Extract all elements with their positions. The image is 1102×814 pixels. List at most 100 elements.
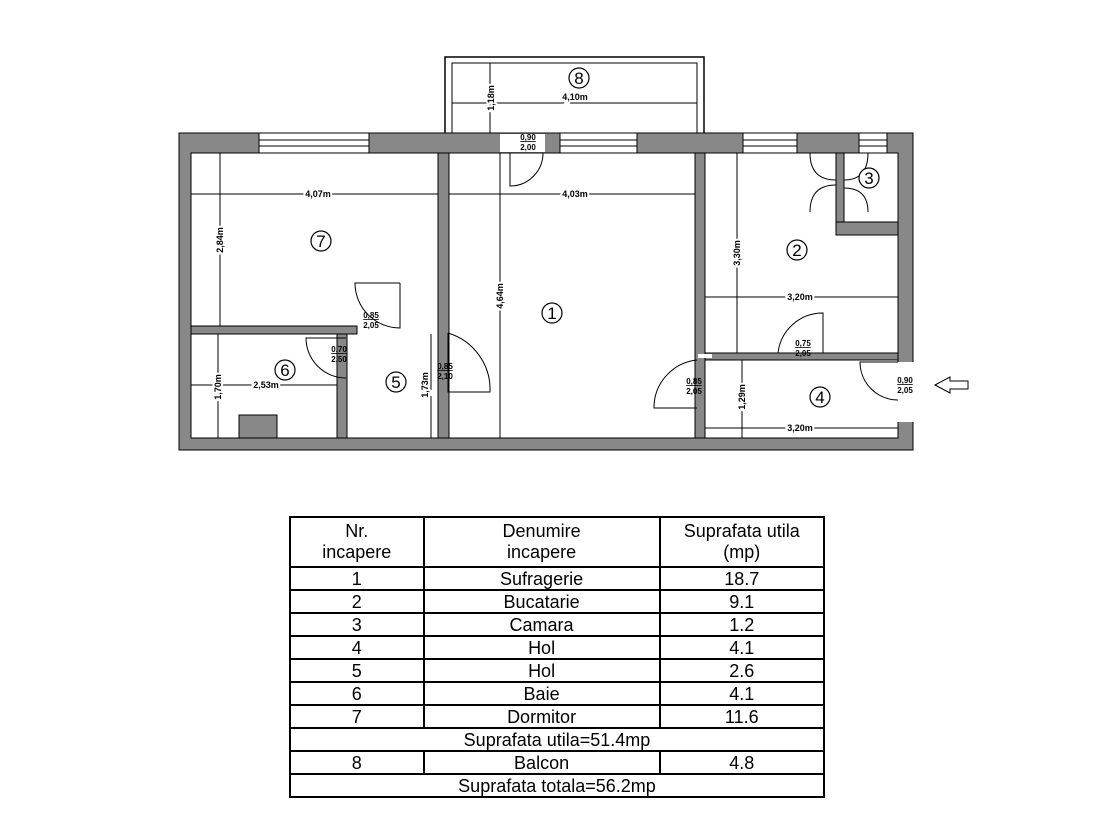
living-kitchen-wall	[694, 152, 706, 439]
door-openings	[500, 134, 915, 422]
bedroom-bath-wall	[190, 325, 358, 335]
table-row: 5 Hol 2.6	[289, 658, 826, 683]
window-bedroom	[258, 132, 370, 154]
table-row: 7 Dormitor 11.6	[289, 704, 826, 729]
dim-hall4-width: 3,20m	[787, 423, 813, 433]
cell-name: Bucatarie	[422, 589, 661, 614]
cell-nr: 1	[289, 566, 425, 591]
cell-area: 4.1	[658, 681, 826, 706]
table-row: 6 Baie 4.1	[289, 681, 826, 706]
cell-name: Balcon	[422, 750, 661, 775]
dimension-labels: 4,10m 1,18m 4,07m 4,03m 2,84m 4,64m 3,30…	[211, 83, 815, 435]
door-hall-width: 0,85	[686, 377, 702, 386]
table-row: 2 Bucatarie 9.1	[289, 589, 826, 614]
cell-nr: 6	[289, 681, 425, 706]
subtotal-cell: Suprafata utila=51.4mp	[289, 727, 825, 752]
balcony	[444, 56, 705, 133]
door-swings	[305, 152, 899, 409]
dim-bedroom-depth: 2,84m	[215, 227, 225, 253]
dim-balcony-depth: 1,18m	[486, 85, 496, 111]
header-nr: Nr.incapere	[289, 516, 425, 568]
room-marker-3: 3	[858, 167, 880, 189]
door-bedroom-height: 2,05	[363, 321, 379, 330]
cell-name: Sufragerie	[422, 566, 661, 591]
room-number-3: 3	[864, 169, 873, 188]
dim-bedroom-width: 4,07m	[305, 189, 331, 199]
cell-nr: 3	[289, 612, 425, 637]
door-hall-height: 2,05	[686, 387, 702, 396]
room-marker-6: 6	[274, 359, 296, 381]
windows	[258, 132, 888, 154]
floor-plan: 4,10m 1,18m 4,07m 4,03m 2,84m 4,64m 3,30…	[178, 56, 969, 451]
door-kitchen-width: 0,75	[795, 339, 811, 348]
room-marker-5: 5	[385, 371, 407, 393]
cell-name: Camara	[422, 612, 661, 637]
room-number-5: 5	[391, 373, 400, 392]
cell-nr: 4	[289, 635, 425, 660]
door-entrance-height: 2,05	[897, 386, 913, 395]
door-bath-width: 0,70	[331, 345, 347, 354]
door-bedroom-width: 0,85	[363, 311, 379, 320]
door-labels: 0,90 2,00 0,85 2,05 0,70 2,50 0,85 2,10 …	[331, 133, 913, 396]
room-number-6: 6	[280, 361, 289, 380]
door-balcony-height: 2,00	[520, 143, 536, 152]
cell-area: 9.1	[658, 589, 826, 614]
subtotal-row: Suprafata utila=51.4mp	[289, 727, 825, 752]
dim-living-width: 4,03m	[562, 189, 588, 199]
header-area: Suprafata utila(mp)	[658, 516, 826, 568]
room-number-2: 2	[792, 241, 801, 260]
door-entrance-width: 0,90	[897, 376, 913, 385]
cell-name: Dormitor	[422, 704, 661, 729]
kitchen-divider-wall	[437, 152, 450, 439]
dim-bath-width: 2,53m	[253, 380, 279, 390]
door-living-height: 2,10	[437, 372, 453, 381]
dim-living-depth: 4,64m	[495, 283, 505, 309]
window-kitchen	[742, 132, 798, 154]
room-marker-7: 7	[310, 230, 332, 252]
table-row: 8 Balcon 4.8	[289, 750, 826, 775]
cell-area: 1.2	[658, 612, 826, 637]
cell-nr: 2	[289, 589, 425, 614]
door-balcony-width: 0,90	[520, 133, 536, 142]
room-number-1: 1	[547, 304, 556, 323]
dim-balcony-width: 4,10m	[562, 92, 588, 102]
room-marker-8: 8	[568, 67, 590, 89]
cell-area: 2.6	[658, 658, 826, 683]
room-marker-4: 4	[809, 386, 831, 408]
dim-bath-depth: 1,70m	[213, 374, 223, 400]
cell-area: 4.1	[658, 635, 826, 660]
bath-fixture	[238, 414, 278, 439]
door-bath-height: 2,50	[331, 355, 347, 364]
window-living	[559, 132, 638, 154]
dim-kitchen-depth: 3,30m	[732, 240, 742, 266]
cell-nr: 7	[289, 704, 425, 729]
room-number-8: 8	[574, 69, 583, 88]
cell-nr: 5	[289, 658, 425, 683]
entrance-arrow-icon	[933, 376, 969, 394]
dimension-lines	[191, 63, 898, 438]
cell-area: 4.8	[658, 750, 826, 775]
exterior-walls	[178, 132, 914, 451]
dim-kitchen-width: 3,20m	[787, 292, 813, 302]
dim-hall-depth: 1,73m	[420, 372, 430, 398]
room-number-4: 4	[815, 388, 824, 407]
cell-area: 11.6	[658, 704, 826, 729]
door-living-width: 0,85	[437, 362, 453, 371]
total-row: Suprafata totala=56.2mp	[289, 773, 825, 798]
cell-name: Hol	[422, 658, 661, 683]
dim-hall4-depth: 1,29m	[737, 384, 747, 410]
table-row: 3 Camara 1.2	[289, 612, 826, 637]
cell-area: 18.7	[658, 566, 826, 591]
cell-name: Hol	[422, 635, 661, 660]
cell-nr: 8	[289, 750, 425, 775]
room-number-7: 7	[316, 232, 325, 251]
cell-name: Baie	[422, 681, 661, 706]
pantry-wall-bottom	[835, 221, 899, 236]
room-markers: 8 7 1 3 2 6 5 4	[274, 67, 880, 408]
room-marker-2: 2	[786, 239, 808, 261]
bath-hall-wall	[336, 333, 348, 439]
table-row: 4 Hol 4.1	[289, 635, 826, 660]
